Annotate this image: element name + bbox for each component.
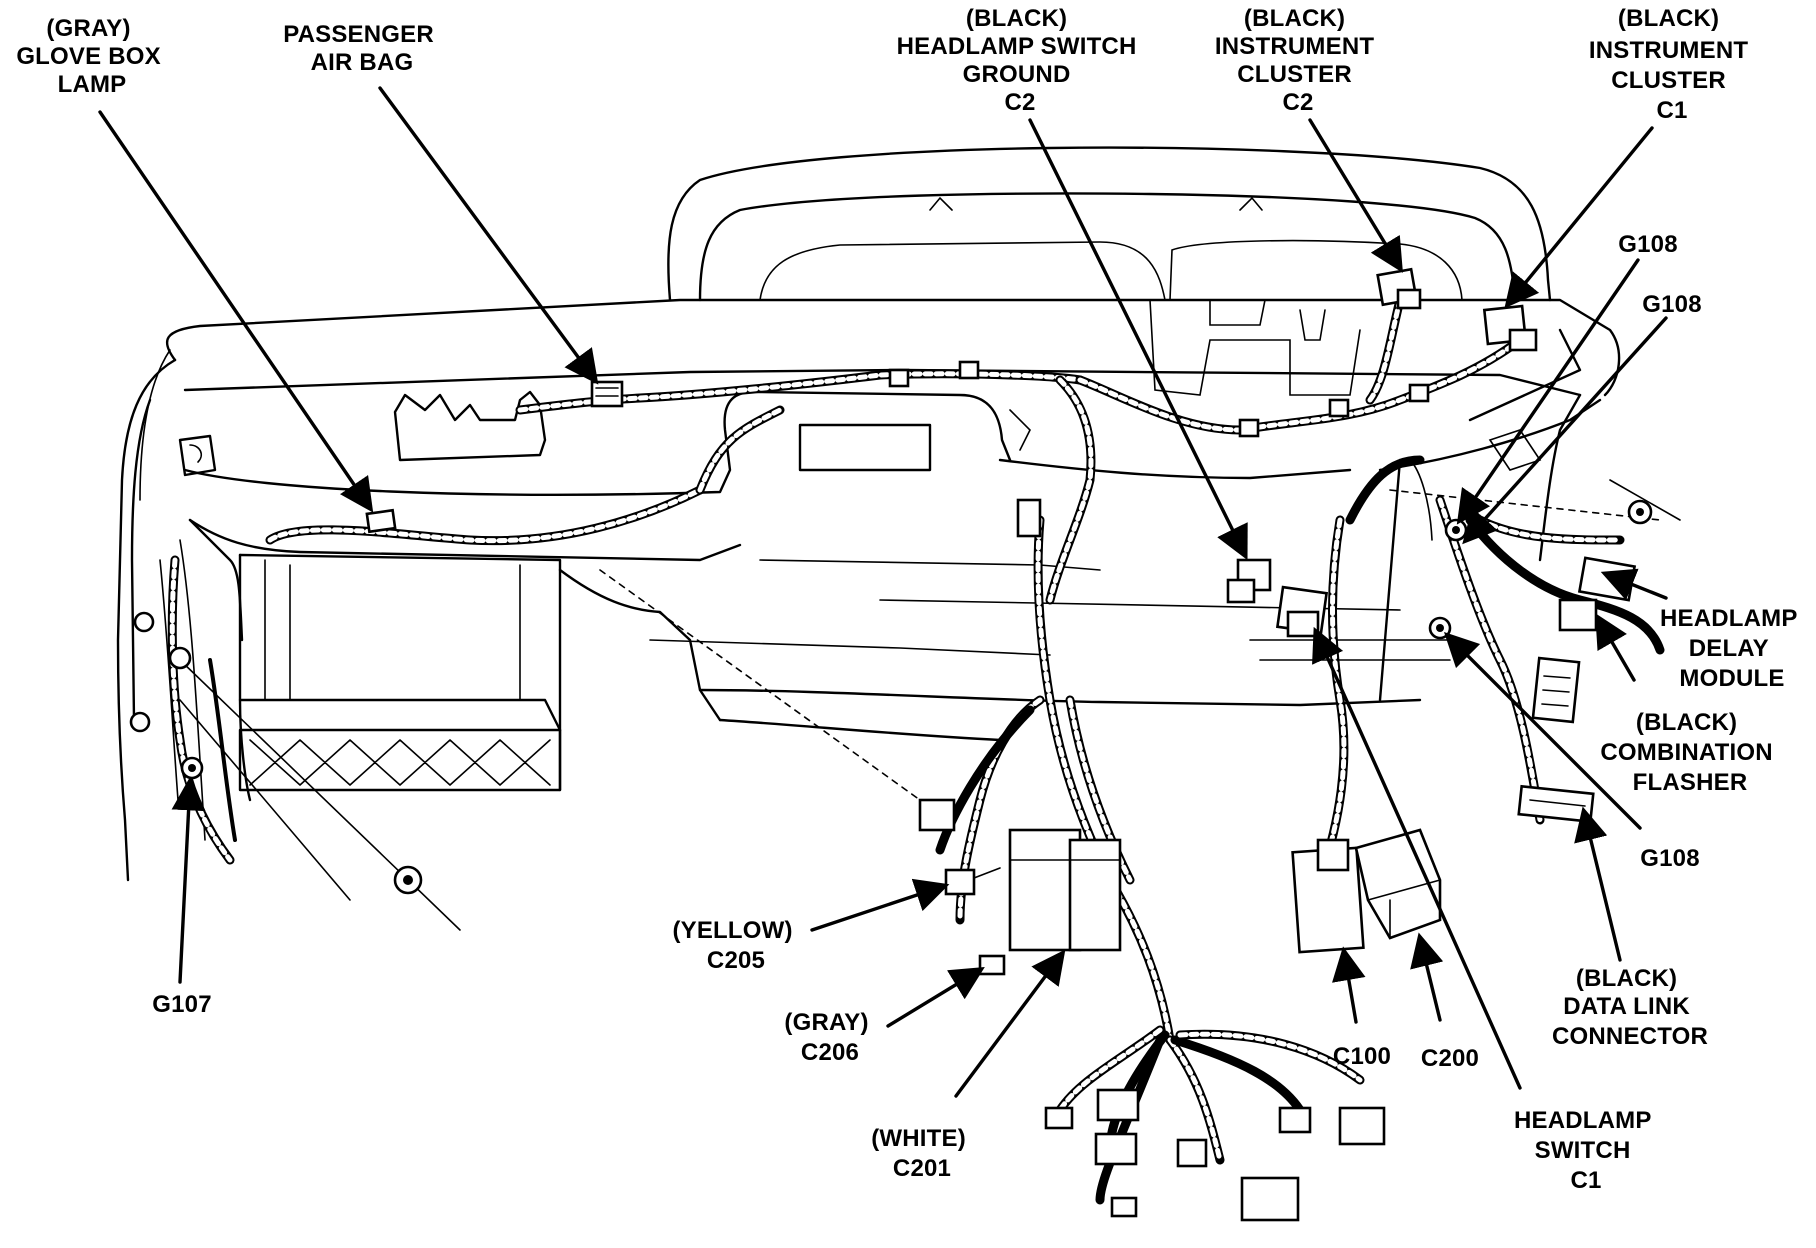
headlamp-delay-module [1577,556,1637,602]
gray-c206-connector [978,954,1006,976]
label-white-c201: (WHITE) C201 [871,1125,973,1182]
label-g108-c: G108 [1640,845,1700,872]
label-g107: G107 [152,991,212,1018]
label-yellow-c205: (YELLOW) C205 [672,917,799,974]
combination-flasher [1531,656,1581,724]
yellow-c205-connector [944,868,976,896]
label-headlamp-delay-module: HEADLAMP DELAY MODULE [1660,605,1804,692]
label-glove-box-lamp: (GRAY) GLOVE BOX LAMP [16,15,167,98]
label-g108-b: G108 [1642,291,1702,318]
instrument-panel [116,146,1681,931]
glove-box-lamp-connector [365,508,397,534]
label-c100: C100 [1333,1043,1391,1070]
label-c200: C200 [1421,1045,1479,1072]
label-gray-c206: (GRAY) C206 [784,1009,875,1066]
label-headlamp-switch-ground: (BLACK) HEADLAMP SWITCH GROUND C2 [897,5,1144,116]
data-link-connector [1517,784,1595,824]
labels: (GRAY) GLOVE BOX LAMP PASSENGER AIR BAG … [16,5,1804,1194]
leader-lines [98,86,1668,1098]
label-g108-a: G108 [1618,231,1678,258]
label-passenger-air-bag: PASSENGER AIR BAG [283,21,441,76]
air-bag-connector [590,380,624,408]
wire-harness [167,295,1665,1205]
label-instrument-cluster-c2: (BLACK) INSTRUMENT CLUSTER C2 [1215,5,1381,116]
label-data-link-connector: (BLACK) DATA LINK CONNECTOR [1552,965,1708,1050]
components [129,267,1653,1222]
label-headlamp-switch-c1: HEADLAMP SWITCH C1 [1514,1107,1658,1194]
label-instrument-cluster-c1: (BLACK) INSTRUMENT CLUSTER C1 [1589,5,1755,124]
label-combination-flasher: (BLACK) COMBINATION FLASHER [1600,709,1779,796]
